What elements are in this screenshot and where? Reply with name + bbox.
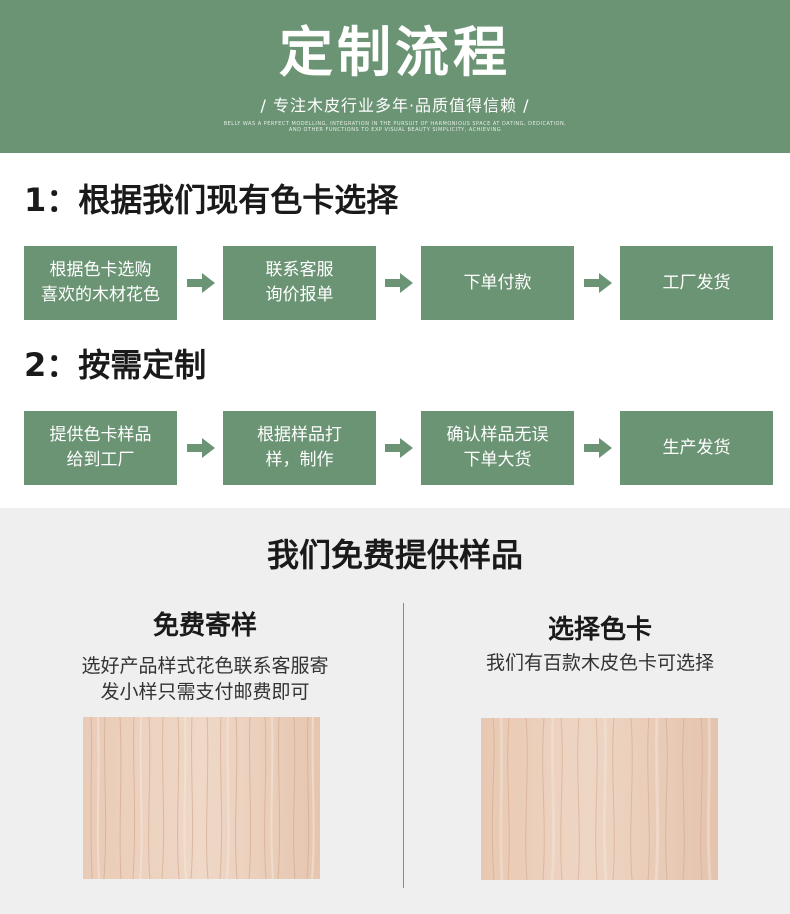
step2-box-3: 确认样品无误 下单大货 [421,411,574,485]
free-sample-desc: 选好产品样式花色联系客服寄 发小样只需支付邮费即可 [30,653,380,705]
box-line: 根据色卡选购 [49,260,152,280]
box-line: 联系客服 [265,260,334,280]
arrow-right-icon [584,273,612,293]
step2-box-1: 提供色卡样品 给到工厂 [24,411,177,485]
arrow-right-icon [187,438,215,458]
desc-line: 选好产品样式花色联系客服寄 [81,655,329,677]
arrow-right-icon [187,273,215,293]
arrow-right-icon [584,438,612,458]
desc-line: 发小样只需支付邮费即可 [100,681,310,703]
page-title: 定制流程 [279,21,511,84]
box-line: 确认样品无误 [446,425,549,445]
color-card-title: 选择色卡 [547,615,652,645]
desc-line: 我们有百款木皮色卡可选择 [485,652,714,674]
samples-title: 我们免费提供样品 [266,536,523,574]
step2-box-2: 根据样品打 样，制作 [223,411,376,485]
column-divider [403,603,404,888]
box-line: 下单付款 [463,272,532,293]
step1-box-3: 下单付款 [421,246,574,320]
step1-box-2: 联系客服 询价报单 [223,246,376,320]
step1-box-4: 工厂发货 [620,246,773,320]
step2-box-4: 生产发货 [620,411,773,485]
arrow-right-icon [385,438,413,458]
box-line: 下单大货 [463,450,532,470]
free-sample-title: 免费寄样 [152,611,257,641]
box-line: 生产发货 [662,437,731,458]
arrow-right-icon [385,273,413,293]
fine-print-text: BELLY WAS A PERFECT MODELLING, INTEGRATI… [223,121,567,133]
step1-title: 1：根据我们现有色卡选择 [24,181,399,219]
header-banner: 定制流程 / 专注木皮行业多年·品质值得信赖 / BELLY WAS A PER… [0,0,790,153]
box-line: 根据样品打 [257,425,342,445]
step1-box-1: 根据色卡选购 喜欢的木材花色 [24,246,177,320]
box-line: 询价报单 [265,285,334,305]
box-line: 样，制作 [265,450,334,470]
wood-veneer-sample-image [83,716,320,880]
box-line: 工厂发货 [662,272,731,293]
color-card-desc: 我们有百款木皮色卡可选择 [430,650,770,676]
step2-title: 2：按需定制 [24,346,207,384]
page-subtitle: / 专注木皮行业多年·品质值得信赖 / [260,96,530,115]
box-line: 喜欢的木材花色 [41,285,160,305]
color-card-sample-image [481,717,718,881]
box-line: 给到工厂 [66,450,135,470]
box-line: 提供色卡样品 [49,425,152,445]
